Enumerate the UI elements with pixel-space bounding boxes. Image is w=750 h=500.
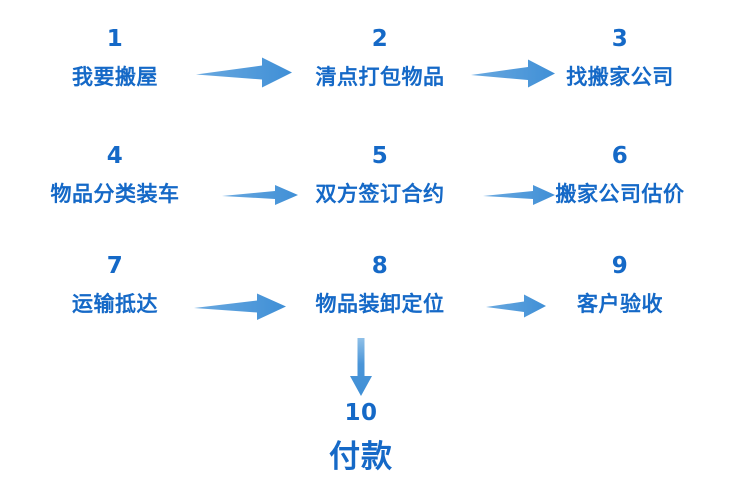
step-7-label: 运输抵达 [72, 292, 158, 316]
step-3-label: 找搬家公司 [566, 65, 674, 89]
step-5-number: 5 [371, 143, 389, 169]
step-10-number: 10 [344, 400, 378, 426]
step-2-number: 2 [371, 26, 389, 52]
step-10[interactable]: 10 付款 [329, 402, 393, 473]
step-6-label: 搬家公司估价 [555, 182, 685, 206]
step-2[interactable]: 2 清点打包物品 [316, 28, 445, 88]
step-4-number: 4 [106, 143, 124, 169]
step-3[interactable]: 3 找搬家公司 [566, 28, 674, 88]
step-7[interactable]: 7 运输抵达 [72, 255, 158, 315]
step-9-label: 客户验收 [577, 292, 663, 316]
step-5-label: 双方签订合约 [315, 182, 445, 206]
step-1-number: 1 [106, 26, 124, 52]
step-2-label: 清点打包物品 [315, 65, 445, 89]
step-8-number: 8 [371, 253, 389, 279]
step-8-label: 物品装卸定位 [315, 292, 445, 316]
step-6[interactable]: 6 搬家公司估价 [556, 145, 685, 205]
arrow-4-to-5 [222, 184, 298, 206]
step-5[interactable]: 5 双方签订合约 [316, 145, 445, 205]
step-9-number: 9 [611, 253, 629, 279]
step-1[interactable]: 1 我要搬屋 [72, 28, 158, 88]
arrow-8-to-10 [349, 338, 373, 396]
step-8[interactable]: 8 物品装卸定位 [316, 255, 445, 315]
step-6-number: 6 [611, 143, 629, 169]
arrow-8-to-9 [486, 294, 546, 318]
step-1-label: 我要搬屋 [72, 65, 158, 89]
step-4[interactable]: 4 物品分类装车 [51, 145, 180, 205]
step-3-number: 3 [611, 26, 629, 52]
arrow-7-to-8 [194, 293, 286, 321]
arrow-1-to-2 [196, 57, 292, 89]
step-9[interactable]: 9 客户验收 [577, 255, 663, 315]
step-4-label: 物品分类装车 [50, 182, 180, 206]
step-7-number: 7 [106, 253, 124, 279]
arrow-5-to-6 [483, 184, 555, 206]
arrow-2-to-3 [471, 59, 555, 89]
step-10-label: 付款 [329, 439, 393, 475]
